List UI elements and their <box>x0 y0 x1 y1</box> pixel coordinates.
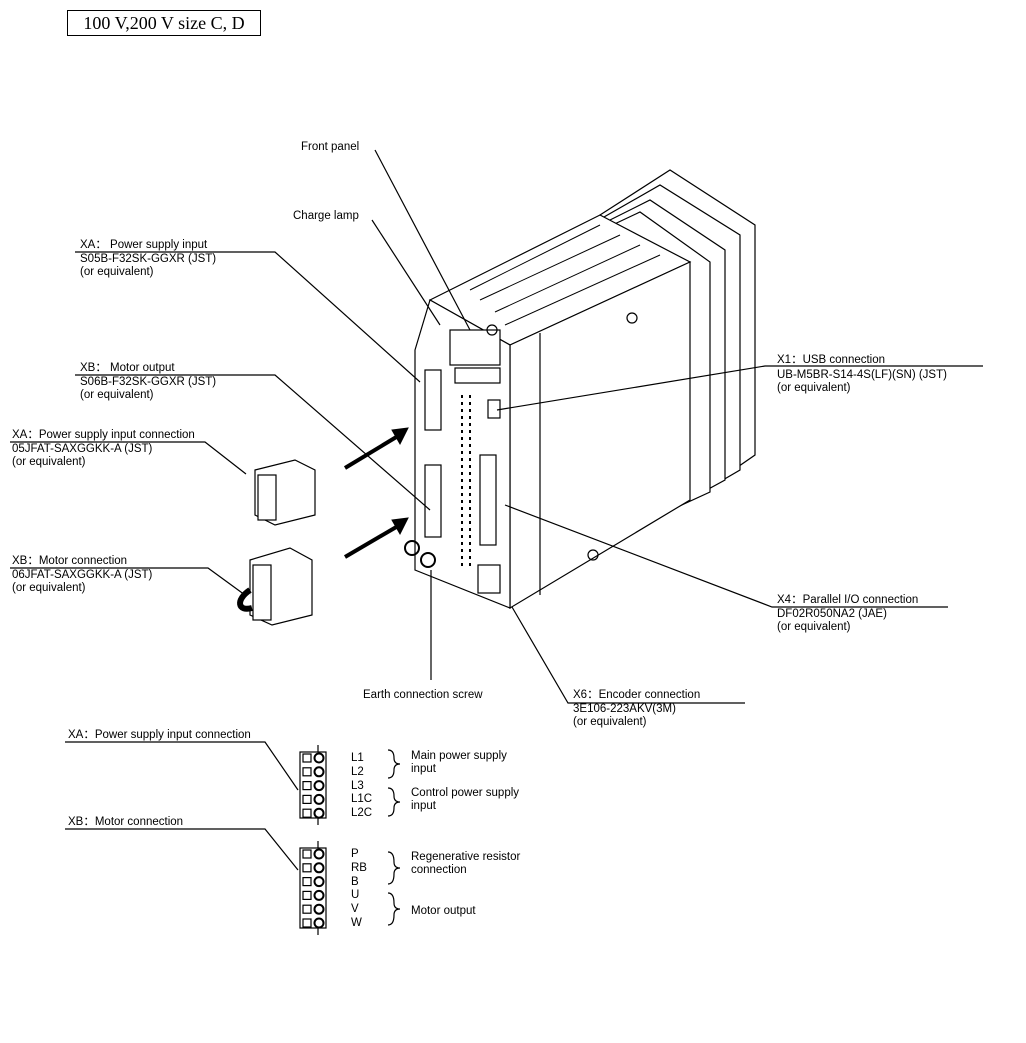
pin-slot <box>302 794 312 805</box>
xa-input-title: XA： Power supply input <box>80 239 208 251</box>
pin-label: L2 <box>351 765 364 778</box>
x6-title: X6：Encoder connection <box>573 689 701 701</box>
braces <box>387 749 401 926</box>
top-vents <box>469 224 661 326</box>
pin-contact <box>313 862 325 874</box>
xb-port <box>424 464 442 538</box>
pin-slot <box>302 808 312 818</box>
pin-label: B <box>351 875 359 888</box>
pin-label: P <box>351 848 359 860</box>
pin-slot <box>302 890 312 901</box>
pin-slot <box>302 780 312 791</box>
pin-contact <box>313 889 325 901</box>
pin-slot <box>302 849 312 859</box>
xa-pinout-connector <box>299 745 327 825</box>
pin-slot <box>302 863 312 873</box>
x4-port <box>479 454 497 546</box>
pin-contact <box>313 752 325 764</box>
diagram-title: 100 V,200 V size C, D <box>67 10 261 36</box>
xb-group1-line2: connection <box>411 864 467 876</box>
xb-output-title: XB： Motor output <box>80 362 175 374</box>
pin-label: U <box>351 889 360 902</box>
xb-plug <box>237 547 313 626</box>
x4-part: DF02R050NA2 (JAE) <box>777 608 887 620</box>
pin-label: W <box>351 917 362 929</box>
pin-contact <box>313 780 325 792</box>
pin-contact <box>313 807 325 819</box>
front-panel-label: Front panel <box>301 141 360 153</box>
xa-pinout-title: XA：Power supply input connection <box>68 729 251 741</box>
pin-contact <box>313 848 325 860</box>
x4-title: X4：Parallel I/O connection <box>777 594 919 606</box>
pin-contact <box>313 766 325 778</box>
front-vents <box>461 395 471 570</box>
pin-label: L1 <box>351 752 364 764</box>
pin-label: V <box>351 903 359 916</box>
insert-arrows <box>343 427 409 559</box>
x6-port <box>477 564 501 594</box>
xa-port <box>424 369 442 431</box>
xb-conn-title: XB：Motor connection <box>12 555 128 567</box>
xb-conn-part: 06JFAT-SAXGGKK-A (JST) <box>12 569 153 581</box>
pin-label: L1C <box>351 793 373 806</box>
x1-title: X1：USB connection <box>777 354 886 366</box>
xa-group1-line2: input <box>411 763 436 775</box>
pin-label: L2C <box>351 807 373 820</box>
xb-group2-line1: Motor output <box>411 905 476 917</box>
front-panel-display <box>449 329 501 366</box>
xa-plug <box>254 459 316 526</box>
xa-group2-line1: Control power supply <box>411 787 520 799</box>
pin-label: RB <box>351 861 367 874</box>
pin-contact <box>313 876 325 888</box>
xb-output-part: S06B-F32SK-GGXR (JST) <box>80 376 217 388</box>
x6-note: (or equivalent) <box>573 716 647 728</box>
xa-input-part: S05B-F32SK-GGXR (JST) <box>80 253 217 265</box>
xb-output-note: (or equivalent) <box>80 389 154 401</box>
pin-slot <box>302 753 312 763</box>
pin-slot <box>302 904 312 914</box>
pin-slot <box>302 767 312 777</box>
charge-lamp-label: Charge lamp <box>293 210 359 222</box>
xa-group2-line2: input <box>411 800 436 812</box>
charge-lamp <box>486 324 498 336</box>
xb-pinout-title: XB：Motor connection <box>68 816 184 828</box>
xb-group1-line1: Regenerative resistor <box>411 851 521 863</box>
pin-label: L3 <box>351 779 364 792</box>
x4-note: (or equivalent) <box>777 621 851 633</box>
x1-note: (or equivalent) <box>777 382 851 394</box>
xb-conn-note: (or equivalent) <box>12 582 86 594</box>
xa-group1-line1: Main power supply <box>411 750 507 762</box>
x6-part: 3E106-223AKV(3M) <box>573 703 676 715</box>
pin-contact <box>313 793 325 805</box>
xa-input-note: (or equivalent) <box>80 266 154 278</box>
xa-conn-title: XA：Power supply input connection <box>12 429 195 441</box>
earth-screw-label: Earth connection screw <box>363 689 483 701</box>
earth-screw <box>404 540 420 556</box>
pin-contact <box>313 917 325 929</box>
leader-lines <box>10 149 983 871</box>
x1-part: UB-M5BR-S14-4S(LF)(SN) (JST) <box>777 369 947 381</box>
pin-slot <box>302 918 312 928</box>
pin-contact <box>313 903 325 915</box>
xb-pinout-connector <box>299 841 327 935</box>
xa-conn-part: 05JFAT-SAXGGKK-A (JST) <box>12 443 153 455</box>
pin-slot <box>302 876 312 887</box>
xa-conn-note: (or equivalent) <box>12 456 86 468</box>
